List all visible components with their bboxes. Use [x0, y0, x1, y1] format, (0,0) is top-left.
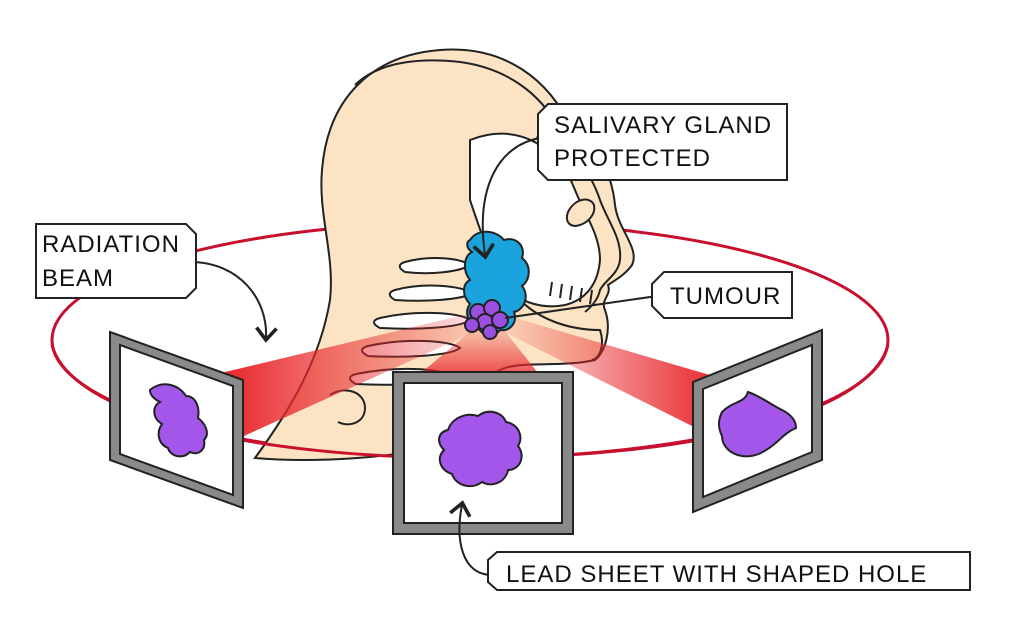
shaped-hole-right: [718, 390, 798, 458]
radiation-beam-label-line2: BEAM: [42, 265, 114, 292]
tumour-pointer-line: [504, 295, 658, 319]
label-tumour: TUMOUR: [651, 271, 793, 319]
radiation-beam-label-line1: RADIATION: [42, 231, 180, 258]
beam-pointer-arrow: [189, 261, 278, 343]
beam-right: [500, 315, 720, 430]
label-radiation-beam: RADIATION BEAM: [35, 223, 197, 299]
tumour-label: TUMOUR: [670, 283, 781, 310]
lead-pointer-arrow: [449, 500, 493, 576]
label-lead-sheet: LEAD SHEET WITH SHAPED HOLE: [487, 551, 971, 591]
beam-left: [225, 310, 490, 440]
salivary-gland-label-line1: SALIVARY GLAND: [554, 112, 772, 139]
teeth: [549, 281, 593, 305]
lead-sheet-label: LEAD SHEET WITH SHAPED HOLE: [506, 561, 927, 588]
lead-plate-center: [392, 371, 574, 535]
shaped-hole-center: [438, 410, 523, 488]
tumour: [464, 299, 509, 340]
gland-pointer-arrow: [472, 137, 541, 260]
label-salivary-gland: SALIVARY GLAND PROTECTED: [537, 103, 788, 181]
salivary-gland-label-line2: PROTECTED: [554, 145, 711, 172]
lead-plate-left: [109, 330, 244, 510]
shaped-hole-left: [148, 383, 208, 458]
eye-socket: [565, 198, 596, 228]
beam-center: [415, 325, 542, 378]
lead-plate-right: [692, 328, 823, 514]
